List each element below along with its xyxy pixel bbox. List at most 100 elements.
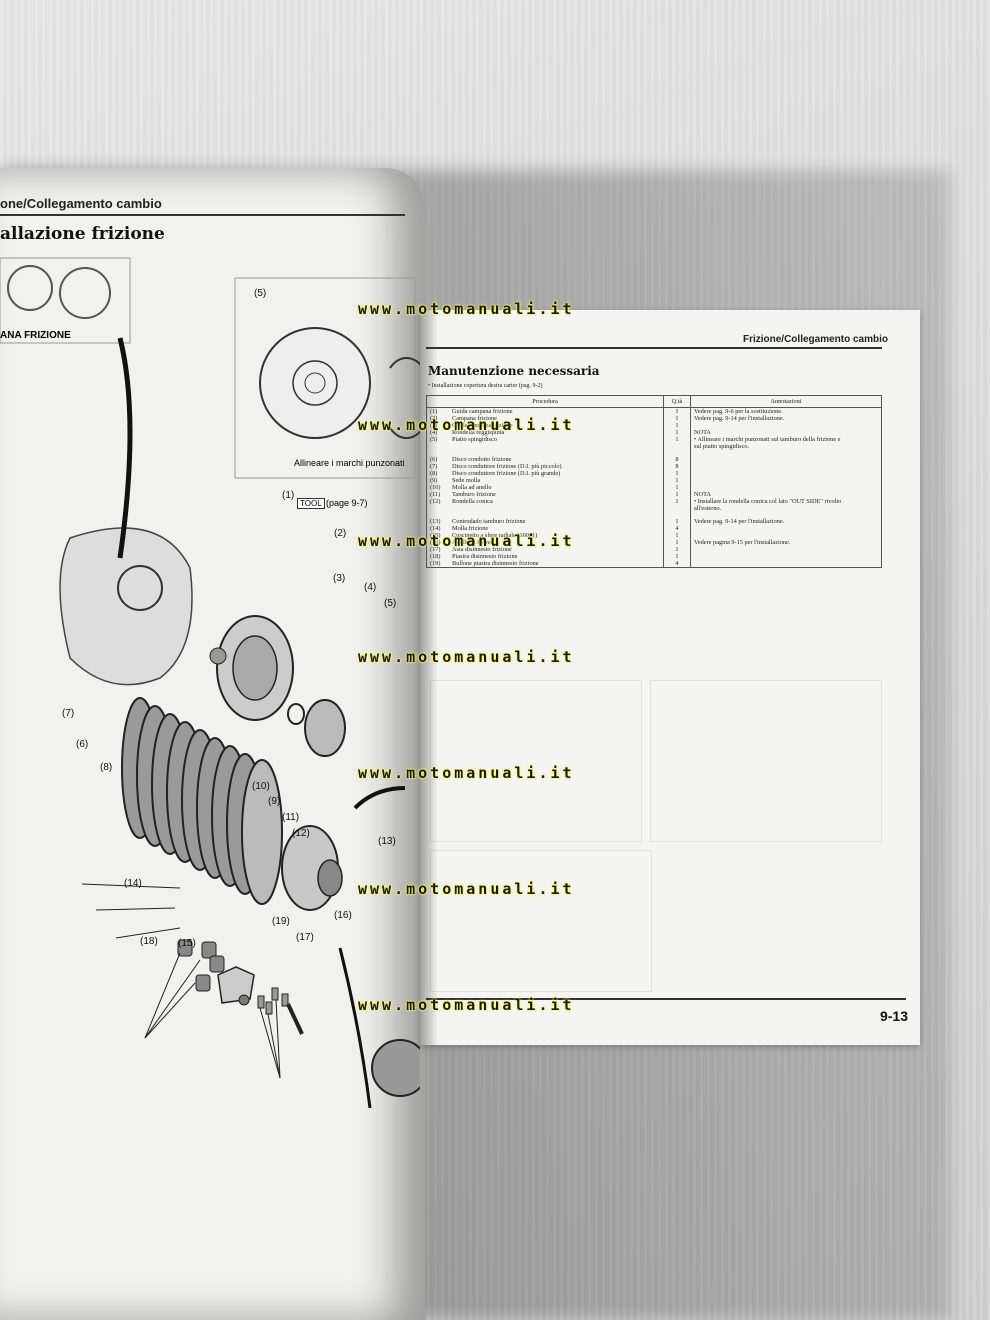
procedure-text: Disco condotto frizione (452, 456, 512, 463)
procedure-text: Sede molla (452, 477, 481, 484)
callout-2: (2) (334, 528, 347, 539)
quantity-cell: 1 (663, 546, 691, 553)
item-number: (1) (430, 408, 438, 415)
page-number: 9-13 (879, 1008, 908, 1024)
procedure-text: Campana frizione (452, 415, 497, 422)
quantity-cell: 1 (663, 491, 691, 498)
right-header-rule (426, 347, 882, 349)
item-number: (8) (430, 470, 438, 477)
col-qta: Q.tà (663, 395, 691, 408)
procedure-text: Anello di fermo (452, 539, 493, 546)
procedure-cell: (14) Molla frizione (426, 525, 664, 532)
annotation-cell: NOTA (690, 429, 882, 436)
procedure-table: Procedura Q.tà Annotazioni (1)Guida camp… (426, 395, 882, 568)
item-number: (16) (430, 539, 441, 546)
procedure-text: Disco conduttore frizione (D.I. più gran… (452, 470, 561, 477)
annotation-cell (690, 422, 882, 429)
quantity-cell (663, 505, 691, 512)
table-row: (14) Molla frizione 4 (426, 525, 882, 532)
quantity-cell: 1 (663, 407, 691, 415)
align-marks-note: Allineare i marchi punzonati (294, 458, 405, 468)
quantity-cell: 1 (663, 470, 691, 477)
quantity-cell: 1 (663, 484, 691, 491)
watermark: www.motomanuali.it (358, 764, 575, 782)
item-number: (19) (430, 560, 441, 567)
quantity-cell: 1 (663, 429, 691, 436)
quantity-cell: 4 (663, 525, 691, 532)
callout-5-top: (5) (254, 288, 267, 299)
quantity-cell: 8 (663, 463, 691, 470)
annotation-cell: • Allineare i marchi punzonati sul tambu… (690, 436, 882, 443)
annotation-cell (690, 553, 882, 560)
watermark: www.motomanuali.it (358, 532, 575, 550)
left-page-title: allazione frizione (0, 224, 165, 244)
procedure-text: Guida campana frizione (452, 422, 513, 429)
quantity-cell: 1 (663, 512, 691, 525)
procedure-text: Asta disinnesto frizione (452, 546, 512, 553)
clutch-exploded-diagram (0, 257, 420, 1108)
procedure-text: Piatto spingidisco (452, 436, 497, 443)
item-number: (15) (430, 532, 441, 539)
item-number: (18) (430, 553, 441, 560)
callout-15: (15) (178, 938, 196, 949)
watermark: www.motomanuali.it (358, 648, 575, 666)
callout-10: (10) (252, 781, 270, 792)
procedure-text: Tamburo frizione (452, 491, 496, 498)
procedure-cell (426, 443, 664, 450)
procedure-text: Controdado tamburo frizione (452, 518, 526, 525)
annotation-cell (690, 463, 882, 470)
callout-17: (17) (296, 932, 314, 943)
annotation-cell (690, 470, 882, 477)
table-row: sul piatto spingidisco. (426, 443, 882, 450)
watermark: www.motomanuali.it (358, 416, 575, 434)
right-page: Frizione/Collegamento cambio Manutenzion… (420, 310, 920, 1045)
procedure-cell: (18)Piastra disinnesto frizione (426, 553, 664, 560)
table-row: (7)Disco conduttore frizione (D.I. più p… (426, 463, 882, 470)
item-number: (2) (430, 415, 438, 422)
callout-18: (18) (140, 936, 158, 947)
item-number: (13) (430, 518, 441, 525)
callout-12: (12) (292, 828, 310, 839)
callout-6: (6) (76, 739, 89, 750)
callout-4: (4) (364, 582, 377, 593)
item-number: (5) (430, 436, 438, 443)
procedure-text: Molla ad anello (452, 484, 492, 491)
quantity-cell: 4 (663, 560, 691, 568)
callout-5: (5) (384, 598, 397, 609)
faded-figure-1 (430, 680, 642, 842)
footer-rule (426, 998, 906, 1000)
annotation-cell (690, 477, 882, 484)
procedure-text: Molla frizione (452, 525, 489, 532)
item-number: (14) (430, 525, 441, 532)
procedure-cell: (9)Sede molla (426, 477, 664, 484)
procedure-cell: (13) Controdado tamburo frizione (426, 512, 664, 525)
annotation-cell: all'esterno. (690, 505, 882, 512)
procedure-cell: (5) Piatto spingidisco (426, 436, 664, 443)
procedure-cell: (19)Bullone piastra disinnesto frizione (426, 560, 664, 568)
left-header-rule (0, 214, 405, 216)
callout-3: (3) (333, 573, 346, 584)
procedure-cell (426, 505, 664, 512)
quantity-cell: 1 (663, 436, 691, 443)
callout-9: (9) (268, 796, 281, 807)
left-page-header: one/Collegamento cambio (0, 196, 162, 211)
annotation-cell: Vedere pag. 9-6 per la sostituzione. (690, 407, 882, 415)
table-row: all'esterno. (426, 505, 882, 512)
table-row: (8) Disco conduttore frizione (D.I. più g… (426, 470, 882, 477)
annotation-cell: Vedere pag. 9-14 per l'installazione. (690, 512, 882, 525)
procedure-cell: (8) Disco conduttore frizione (D.I. più g… (426, 470, 664, 477)
quantity-cell: 1 (663, 532, 691, 539)
callout-11: (11) (282, 812, 300, 823)
